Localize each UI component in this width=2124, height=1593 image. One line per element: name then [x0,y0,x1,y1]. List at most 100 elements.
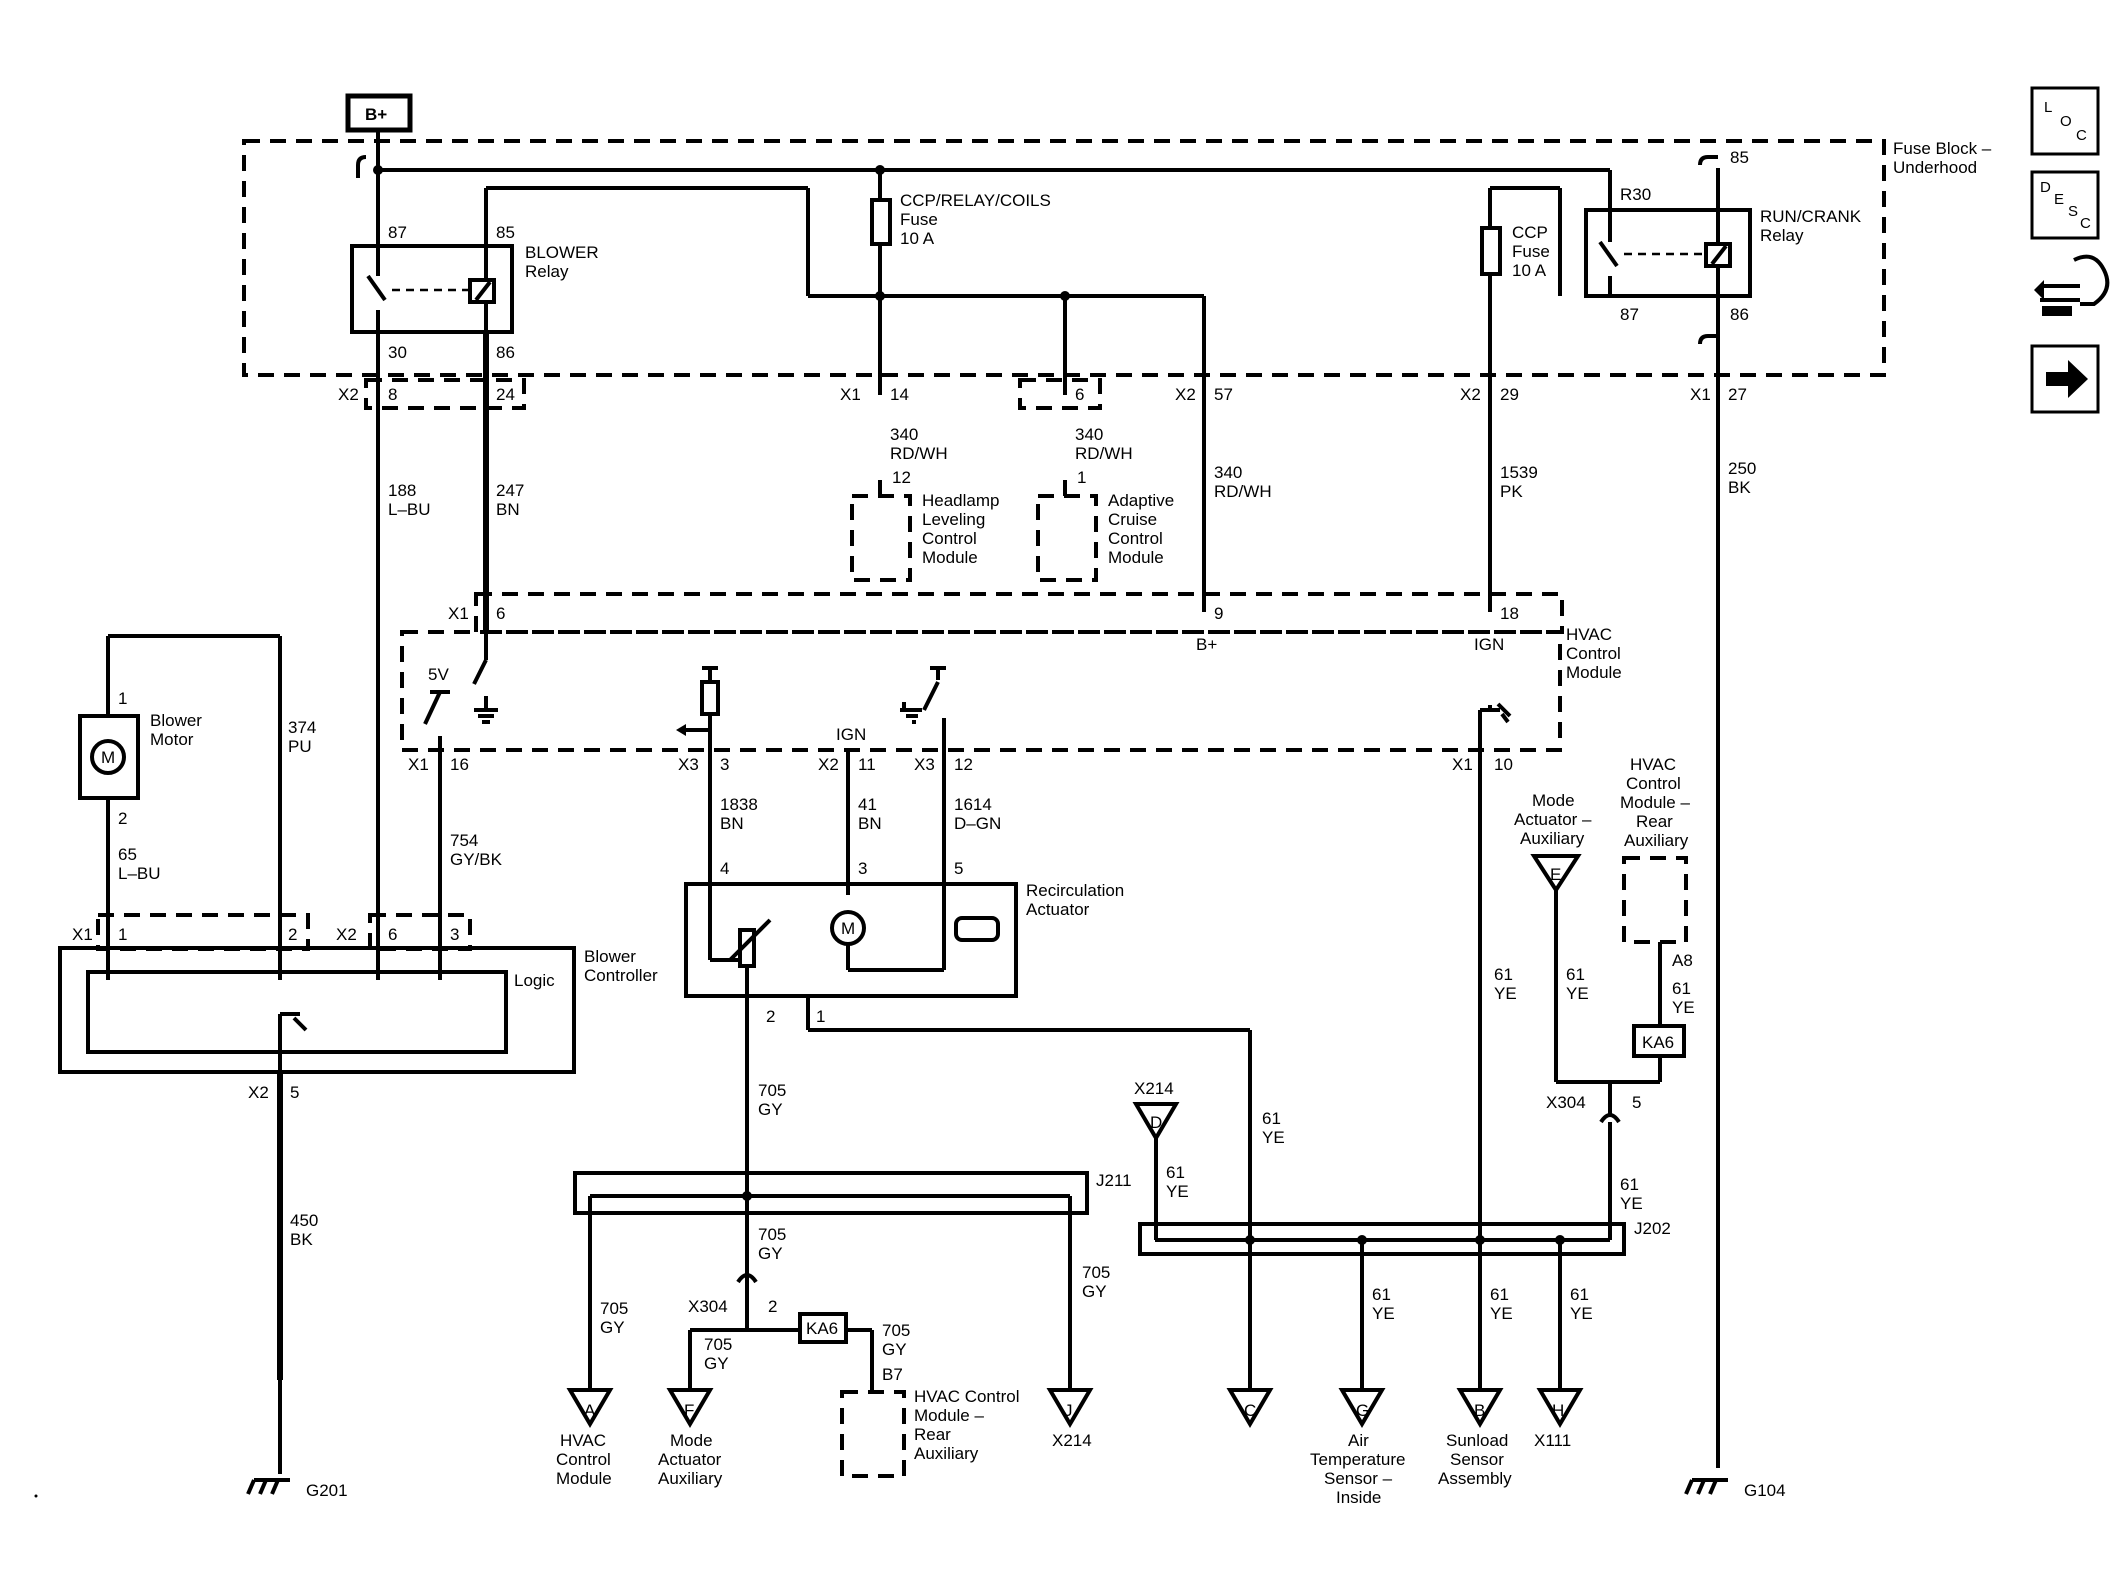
svg-text:450: 450 [290,1211,318,1230]
hvac-cm-label: HVAC [1566,625,1612,644]
headlamp-label-4: Module [922,548,978,567]
svg-text:YE: YE [1566,984,1589,1003]
hvac-rear-label-5: Auxiliary [1624,831,1689,850]
svg-text:65: 65 [118,845,137,864]
svg-text:RD/WH: RD/WH [1214,482,1272,501]
svg-text:6: 6 [496,604,505,623]
blower-motor-label-2: Motor [150,730,194,749]
svg-text:X3: X3 [678,755,699,774]
loc-icon-c: C [2076,127,2087,144]
hvac-rear-label-4: Rear [1636,812,1673,831]
svg-text:247: 247 [496,481,524,500]
hvac-rear-label-3: Module – [1620,793,1690,812]
ka6-right-label: KA6 [1642,1033,1674,1052]
svg-text:18: 18 [1500,604,1519,623]
svg-text:H: H [1552,1401,1564,1420]
bot-mode-label-3: Auxiliary [658,1469,723,1488]
svg-text:1614: 1614 [954,795,992,814]
svg-text:12: 12 [954,755,973,774]
ka6-left-label: KA6 [806,1319,838,1338]
svg-text:GY: GY [704,1354,729,1373]
j211-label: J211 [1096,1171,1132,1190]
x214-bottom-label: X214 [1052,1431,1092,1450]
svg-text:B7: B7 [882,1365,903,1384]
desc-icon-c: C [2080,215,2091,232]
blower-ctrl-label-2: Controller [584,966,658,985]
svg-text:29: 29 [1500,385,1519,404]
x111-label: X111 [1534,1431,1571,1450]
svg-text:X3: X3 [914,755,935,774]
sunload-label-2: Sensor [1450,1450,1504,1469]
svg-text:61: 61 [1262,1109,1281,1128]
svg-text:GY: GY [758,1244,783,1263]
svg-text:41: 41 [858,795,877,814]
ccp-fuse-label: CCP [1512,223,1548,242]
svg-text:D–GN: D–GN [954,814,1001,833]
svg-text:85: 85 [1730,148,1749,167]
bot-mode-label-2: Actuator [658,1450,722,1469]
svg-text:61: 61 [1570,1285,1589,1304]
svg-text:61: 61 [1566,965,1585,984]
blower-ctrl-label: Blower [584,947,636,966]
blower-motor-m: M [101,748,115,767]
svg-text:BK: BK [1728,478,1751,497]
x304-right-label: X304 [1546,1093,1586,1112]
ccp-relay-fuse-label-3: 10 A [900,229,935,248]
svg-text:705: 705 [1082,1263,1110,1282]
mode-aux-label-2: Actuator – [1514,810,1592,829]
air-temp-label-3: Sensor – [1324,1469,1393,1488]
ccp-relay-fuse-label: CCP/RELAY/COILS [900,191,1051,210]
svg-text:6: 6 [1075,385,1084,404]
svg-text:BN: BN [720,814,744,833]
svg-text:L–BU: L–BU [118,864,161,883]
desc-icon[interactable] [2030,170,2100,240]
svg-text:A: A [584,1401,596,1420]
svg-text:RD/WH: RD/WH [1075,444,1133,463]
svg-text:250: 250 [1728,459,1756,478]
svg-text:J: J [1064,1401,1073,1420]
run-crank-label-2: Relay [1760,226,1804,245]
svg-text:YE: YE [1166,1182,1189,1201]
hvac-cm-label-2: Control [1566,644,1621,663]
svg-text:X1: X1 [1452,755,1473,774]
svg-text:GY: GY [600,1318,625,1337]
svg-text:G: G [1356,1401,1369,1420]
svg-text:YE: YE [1262,1128,1285,1147]
loc-icon[interactable] [2030,86,2100,156]
blower-controller [58,946,576,1074]
svg-text:16: 16 [450,755,469,774]
svg-text:D: D [1150,1113,1162,1132]
x304-left-label: X304 [688,1297,728,1316]
svg-text:754: 754 [450,831,478,850]
svg-text:1: 1 [118,689,127,708]
svg-text:2: 2 [288,925,297,944]
sunload-label: Sunload [1446,1431,1508,1450]
recirculation-actuator [684,882,1018,998]
svg-text:RD/WH: RD/WH [890,444,948,463]
svg-text:27: 27 [1728,385,1747,404]
svg-text:X2: X2 [248,1083,269,1102]
recirc-label-2: Actuator [1026,900,1090,919]
hvac-rear-label-2: Control [1626,774,1681,793]
blower-relay [350,244,514,334]
bot-hvac-label-2: Control [556,1450,611,1469]
svg-text:374: 374 [288,718,316,737]
run-crank-relay [1584,208,1752,298]
mode-aux-label-3: Auxiliary [1520,829,1585,848]
svg-text:340: 340 [890,425,918,444]
svg-text:1: 1 [816,1007,825,1026]
connector-tools-icon[interactable] [2034,254,2110,316]
svg-text:340: 340 [1214,463,1242,482]
acc-label: Adaptive [1108,491,1174,510]
svg-text:705: 705 [600,1299,628,1318]
svg-text:87: 87 [388,223,407,242]
svg-text:340: 340 [1075,425,1103,444]
sunload-label-3: Assembly [1438,1469,1512,1488]
bot-rear-label-4: Auxiliary [914,1444,979,1463]
air-temp-label-4: Inside [1336,1488,1381,1507]
ccp-relay-fuse-label-2: Fuse [900,210,938,229]
svg-text:YE: YE [1372,1304,1395,1323]
svg-text:705: 705 [758,1225,786,1244]
headlamp-label: Headlamp [922,491,1000,510]
hvac-rear-label: HVAC [1630,755,1676,774]
